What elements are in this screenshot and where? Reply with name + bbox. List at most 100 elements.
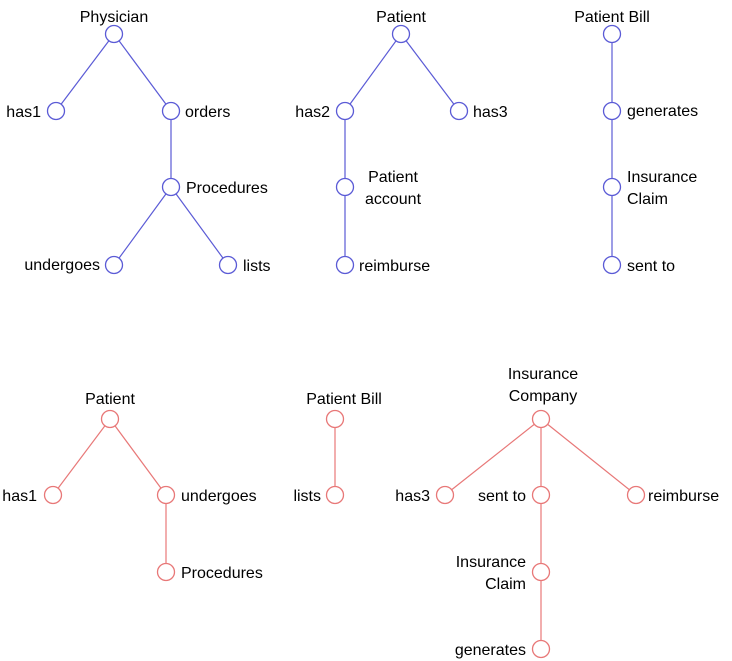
edge-patient-undergoes <box>109 418 167 496</box>
node-label: Procedures <box>181 565 263 582</box>
node-label: Claim <box>627 191 668 208</box>
node-sent-to: sent to <box>602 255 675 275</box>
node-patient-bill: Patient Bill <box>574 9 650 44</box>
node-lists: lists <box>293 485 345 505</box>
node-generates: generates <box>602 101 698 121</box>
node-label: Claim <box>485 576 526 593</box>
node-patient-account: Patient account <box>335 169 422 208</box>
node-label: Patient <box>368 169 418 186</box>
node-circle <box>156 562 176 582</box>
node-circle <box>100 409 120 429</box>
edge-physician-has1 <box>55 33 115 112</box>
node-circle <box>325 409 345 429</box>
node-label: Insurance <box>508 366 578 383</box>
node-generates: generates <box>455 639 551 659</box>
node-label: account <box>365 191 422 208</box>
node-label: has3 <box>395 488 430 505</box>
node-patient: Patient <box>85 391 135 429</box>
node-circle <box>602 101 622 121</box>
node-undergoes: undergoes <box>156 485 257 505</box>
node-label: has2 <box>295 104 330 121</box>
tree-patient-bill-bottom: Patient Bill lists <box>293 391 381 505</box>
node-patient: Patient <box>376 9 426 44</box>
node-has2: has2 <box>295 101 355 121</box>
node-circle <box>435 485 455 505</box>
node-orders: orders <box>161 101 230 121</box>
edge-patient-has1 <box>52 418 111 496</box>
node-has3: has3 <box>449 101 508 121</box>
node-label: undergoes <box>24 257 100 274</box>
node-circle <box>531 485 551 505</box>
node-circle <box>602 177 622 197</box>
node-label: Insurance <box>627 169 697 186</box>
node-circle <box>218 255 238 275</box>
node-label: sent to <box>627 258 675 275</box>
edge-patient-has2 <box>344 33 402 112</box>
node-label: has1 <box>2 488 37 505</box>
node-label: lists <box>243 258 271 275</box>
edge-physician-orders <box>113 33 172 112</box>
edge-procedures-lists <box>170 186 229 266</box>
node-has3: has3 <box>395 485 455 505</box>
node-label: Physician <box>80 9 148 26</box>
node-label: undergoes <box>181 488 257 505</box>
node-label: Patient <box>85 391 135 408</box>
node-label: Patient <box>376 9 426 26</box>
node-circle <box>325 485 345 505</box>
node-label: reimburse <box>648 488 719 505</box>
node-procedures: Procedures <box>156 562 263 582</box>
node-circle <box>43 485 63 505</box>
node-lists: lists <box>218 255 271 275</box>
node-circle <box>449 101 469 121</box>
node-circle <box>335 101 355 121</box>
node-label: has3 <box>473 104 508 121</box>
node-circle <box>391 24 411 44</box>
node-circle <box>531 409 551 429</box>
node-reimburse: reimburse <box>626 485 719 505</box>
node-label: Patient Bill <box>574 9 650 26</box>
node-label: Insurance <box>456 554 526 571</box>
node-circle <box>626 485 646 505</box>
node-label: Patient Bill <box>306 391 382 408</box>
node-label: orders <box>185 104 230 121</box>
edge-procedures-undergoes <box>113 186 172 266</box>
node-circle <box>531 639 551 659</box>
node-circle <box>335 255 355 275</box>
node-circle <box>104 24 124 44</box>
node-sent-to: sent to <box>478 485 551 505</box>
node-circle <box>335 177 355 197</box>
node-circle <box>104 255 124 275</box>
node-patient-bill: Patient Bill <box>306 391 382 429</box>
node-label: lists <box>293 488 321 505</box>
node-label: sent to <box>478 488 526 505</box>
node-circle <box>602 24 622 44</box>
node-circle <box>161 101 181 121</box>
node-circle <box>46 101 66 121</box>
edge-insurance-company-reimburse <box>540 418 637 496</box>
node-circle <box>602 255 622 275</box>
node-reimburse: reimburse <box>335 255 430 275</box>
node-circle <box>161 177 181 197</box>
node-procedures: Procedures <box>161 177 268 197</box>
node-circle <box>156 485 176 505</box>
node-has1: has1 <box>2 485 63 505</box>
node-label: Procedures <box>186 180 268 197</box>
node-label: has1 <box>6 104 41 121</box>
node-circle <box>531 562 551 582</box>
node-label: reimburse <box>359 258 430 275</box>
node-label: Company <box>509 388 577 405</box>
node-label: generates <box>455 642 526 659</box>
edge-insurance-company-has3 <box>444 418 542 496</box>
node-undergoes: undergoes <box>24 255 124 275</box>
edge-patient-has3 <box>400 33 460 112</box>
node-has1: has1 <box>6 101 66 121</box>
